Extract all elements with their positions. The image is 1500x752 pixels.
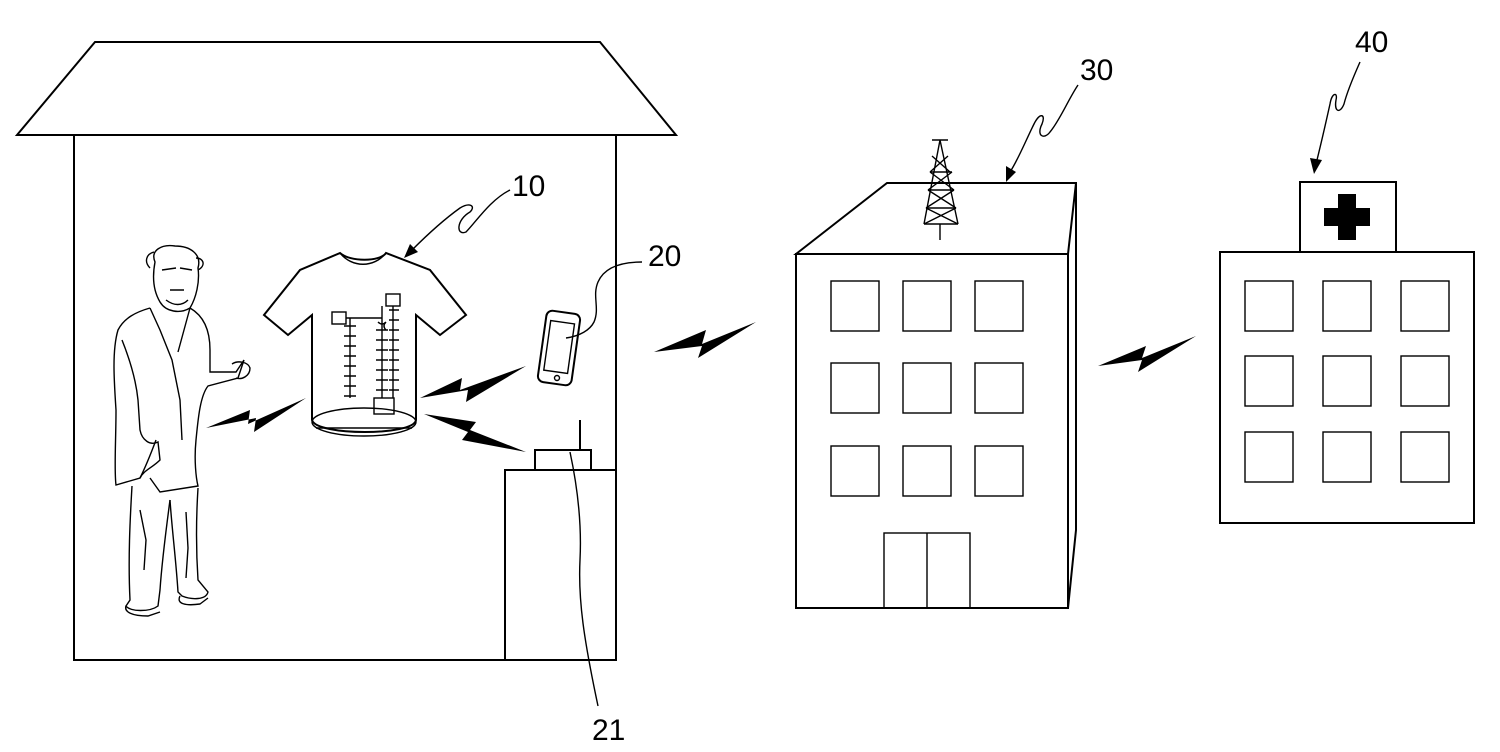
gateway-device xyxy=(535,450,591,470)
wireless-signal-icon xyxy=(654,322,756,358)
label-garment: 10 xyxy=(512,170,545,203)
house-roof xyxy=(17,42,676,135)
label-server-building: 30 xyxy=(1080,54,1113,87)
hospital-building xyxy=(1220,182,1474,523)
label-smartphone: 20 xyxy=(648,240,681,273)
server-building xyxy=(796,140,1076,608)
label-hospital: 40 xyxy=(1355,26,1388,59)
label-gateway: 21 xyxy=(592,714,625,747)
wireless-signal-icon xyxy=(1098,336,1196,372)
